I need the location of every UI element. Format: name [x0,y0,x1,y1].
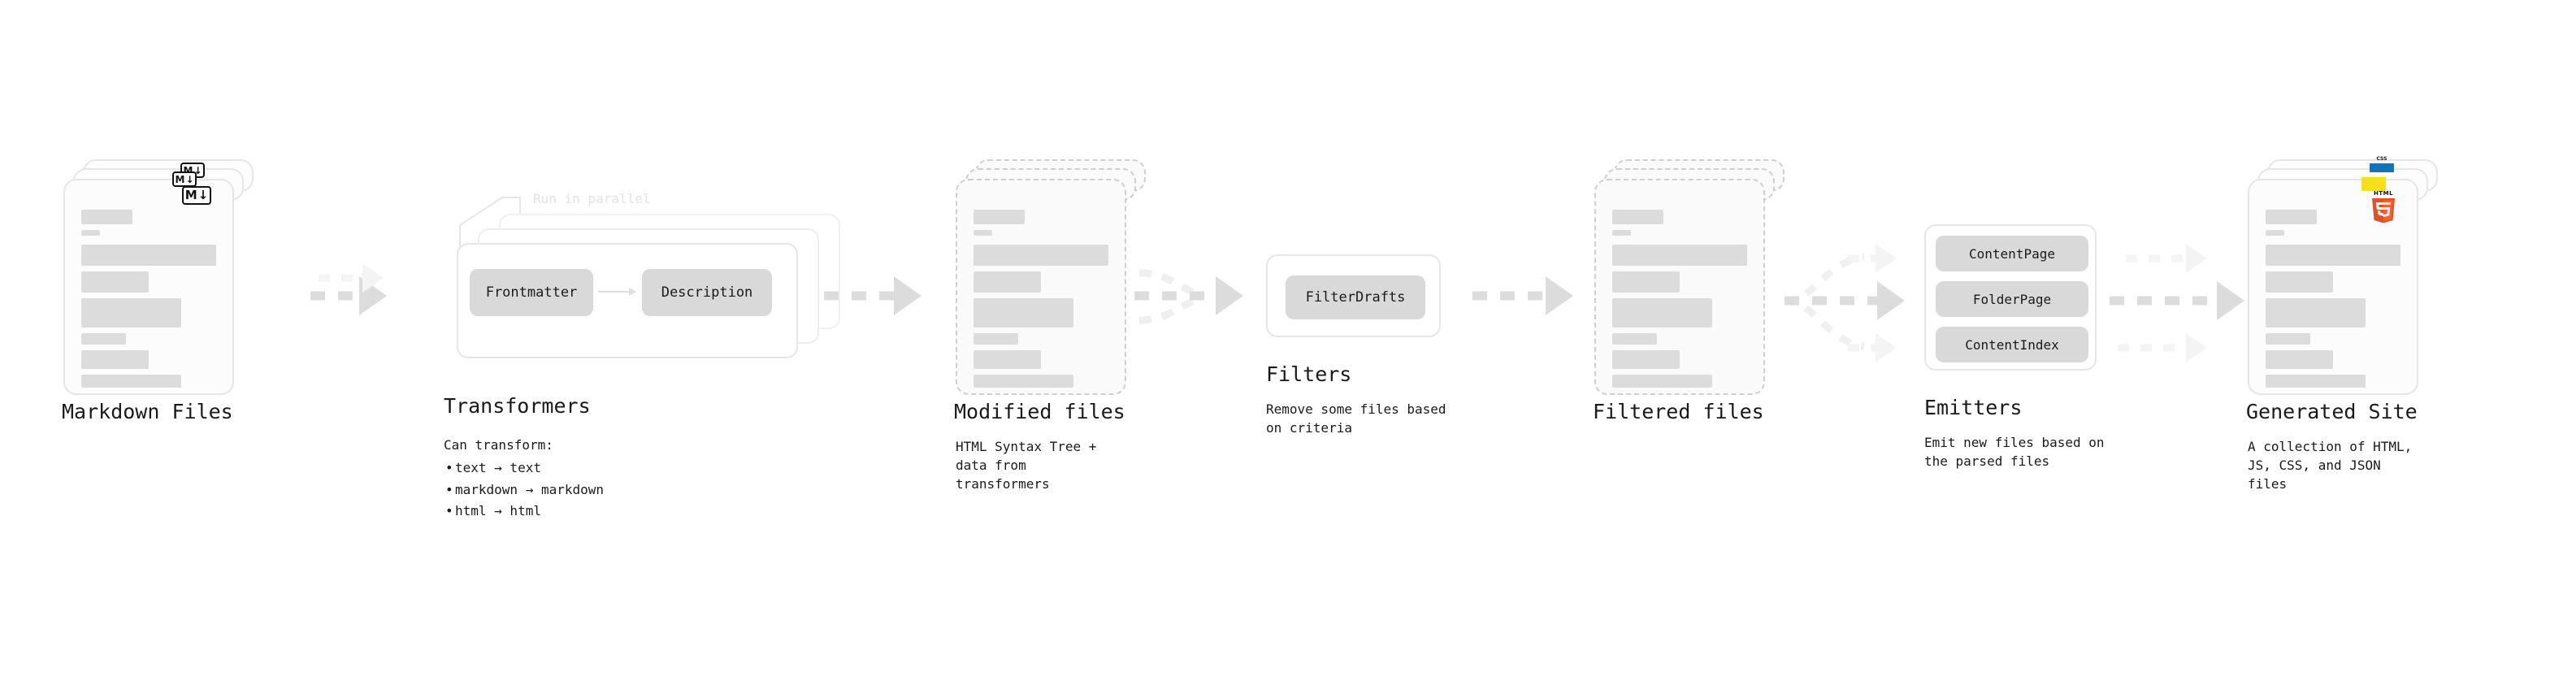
stage-description-modified-files: HTML Syntax Tree + data from transformer… [956,439,1097,492]
filtered-file-stack [1594,159,1785,395]
skeleton-bar [974,271,1041,293]
skeleton-bar [974,333,1018,345]
document-sheet-front [63,179,234,395]
transformers-capability-list: Can transform: text → text markdown → ma… [444,435,604,523]
transformer-inner-arrow [598,288,636,296]
capability-item: html → html [444,501,604,523]
markdown-file-stack: M↓ M↓ M↓ [63,159,254,395]
skeleton-bar [1612,298,1712,327]
skeleton-bar [974,375,1073,388]
skeleton-bar [1612,245,1747,266]
skeleton-bar [1612,210,1663,224]
document-sheet-front [2248,179,2418,395]
skeleton-bar [81,375,181,388]
skeleton-bar [1612,375,1712,388]
capability-list-header: Can transform: [444,437,553,453]
stage-filtered-files: Filtered files [1593,159,1785,423]
stage-title-filtered-files: Filtered files [1593,400,1764,423]
skeleton-bar [974,230,992,236]
transformer-node-frontmatter[interactable]: Frontmatter [470,269,593,316]
stage-title-emitters: Emitters [1924,396,2023,419]
transformer-card-front: Frontmatter Description [457,243,798,358]
stage-title-generated-site: Generated Site [2246,400,2418,423]
flow-arrow-5-mid [1785,281,1906,320]
document-sheet-front [956,179,1126,395]
skeleton-bar [81,333,126,345]
skeleton-bar [81,230,100,236]
skeleton-bar [974,245,1108,266]
flow-arrow-4 [1472,276,1575,315]
emitters-group-box: ContentPage FolderPage ContentIndex [1924,224,2097,371]
skeleton-bar [2266,375,2366,388]
document-sheet-front [1594,179,1765,395]
skeleton-bar [2266,245,2400,266]
document-skeleton [81,210,216,393]
skeleton-bar [1612,333,1657,345]
skeleton-bar [974,298,1073,327]
emitter-node-contentindex[interactable]: ContentIndex [1936,327,2088,362]
filters-group-box: FilterDrafts [1266,254,1441,337]
flow-arrow-1-ghost [319,263,395,293]
skeleton-bar [2266,298,2366,327]
capability-item: text → text [444,458,604,479]
skeleton-bar [81,298,181,327]
flow-arrow-6-bottom [2118,333,2222,362]
skeleton-bar [974,350,1041,369]
filter-node-filterdrafts[interactable]: FilterDrafts [1286,275,1425,319]
generated-site-stack: CSS HTML [2248,156,2438,395]
js-badge-icon [2361,177,2386,191]
skeleton-bar [2266,210,2317,224]
stage-title-markdown-files: Markdown Files [62,400,233,423]
skeleton-bar [2266,350,2333,369]
transformer-node-description[interactable]: Description [642,269,772,316]
flow-arrow-6-top [2126,244,2230,273]
markdown-badge-icon: M↓ [182,186,211,205]
skeleton-bar [81,350,149,369]
stage-title-modified-files: Modified files [954,400,1125,423]
stage-description-filters: Remove some files based on criteria [1266,401,1446,436]
skeleton-bar [1612,350,1680,369]
capability-item: markdown → markdown [444,479,604,501]
stage-title-filters: Filters [1266,362,1352,386]
emitter-node-contentpage[interactable]: ContentPage [1936,236,2088,271]
skeleton-bar [2266,333,2310,345]
emitter-node-folderpage[interactable]: FolderPage [1936,281,2088,317]
flow-arrow-2 [824,276,922,315]
skeleton-bar [1612,271,1680,293]
document-skeleton [974,210,1108,393]
document-skeleton [2266,210,2400,393]
css-badge-label: CSS [2376,156,2387,162]
html5-badge-icon: HTML [2370,190,2397,223]
skeleton-bar [974,210,1025,224]
flow-arrow-3 [1134,276,1245,315]
stage-transformers: Run in parallel Frontmatter Description … [444,191,866,523]
stage-title-transformers: Transformers [444,394,591,418]
skeleton-bar [1612,230,1631,236]
flow-arrow-6-mid [2110,281,2246,320]
stage-description-generated-site: A collection of HTML, JS, CSS, and JSON … [2248,439,2413,492]
document-skeleton [1612,210,1747,393]
run-in-parallel-label: Run in parallel [533,191,651,206]
stage-description-emitters: Emit new files based on the parsed files [1924,435,2105,470]
markdown-badge-mid: M↓ [172,171,197,187]
css-badge-icon: CSS [2370,156,2394,172]
stage-modified-files: Modified files HTML Syntax Tree + data f… [954,159,1146,492]
modified-file-stack [956,159,1146,395]
run-in-parallel-bracket [459,197,521,246]
flow-arrow-5-bottom [1848,333,1921,362]
stage-generated-site: CSS HTML Generated Site A collection of … [2246,156,2438,492]
skeleton-bar [81,271,149,293]
html5-badge-label: HTML [2373,190,2394,197]
skeleton-bar [81,210,132,224]
stage-markdown-files: M↓ M↓ M↓ Markdown Files [62,159,254,423]
skeleton-bar [2266,271,2333,293]
flow-arrow-5-top [1848,244,1921,273]
skeleton-bar [81,245,216,266]
skeleton-bar [2266,230,2284,236]
